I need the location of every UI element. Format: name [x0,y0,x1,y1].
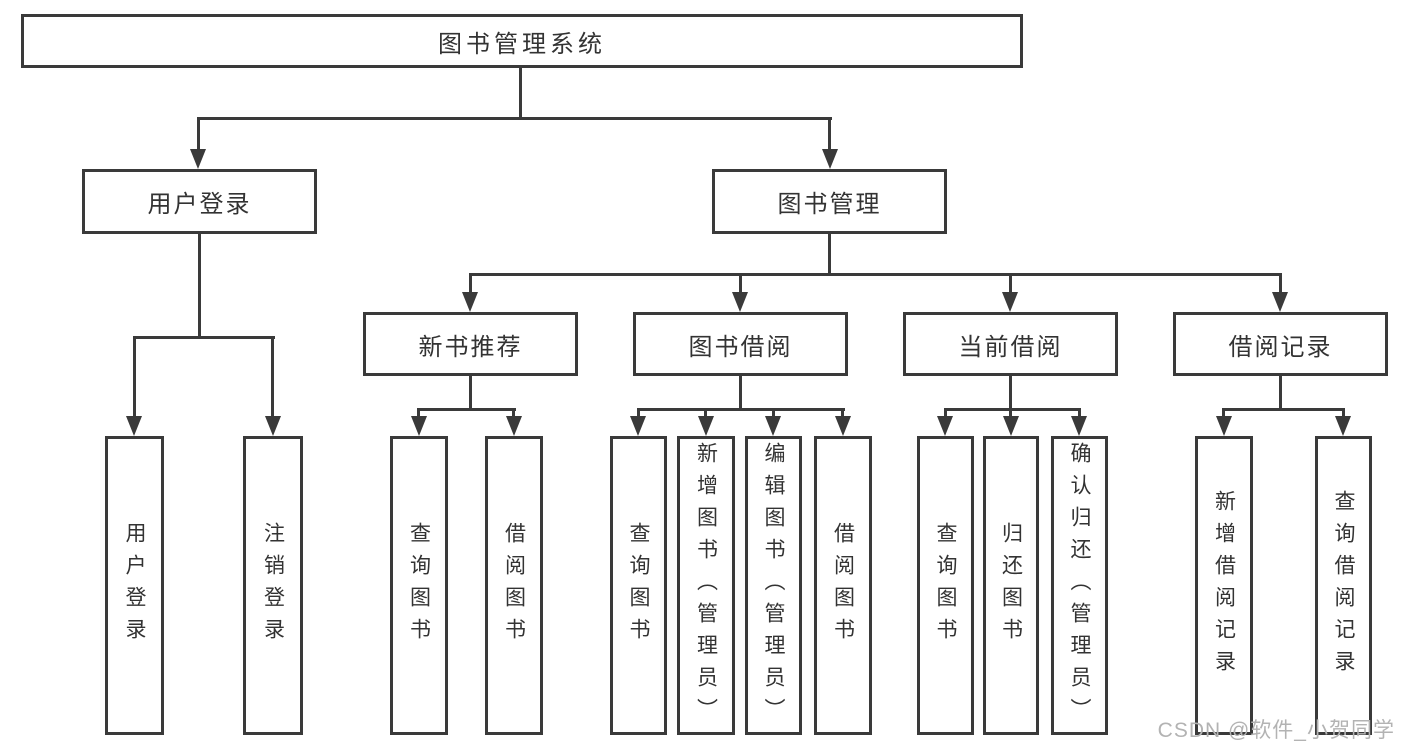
arrow-down-icon [732,292,748,312]
arrow-down-icon [822,149,838,169]
arrow-down-icon [411,416,427,436]
leaf-return-book: 归还图书 [983,436,1039,735]
connector-borrow-records-trunk [1279,376,1282,408]
connector-drop-leaf-user-login [133,336,136,416]
connector-drop-current-borrow [1009,273,1012,293]
arrow-down-icon [126,416,142,436]
csdn-watermark: CSDN @软件_小贺同学 [1157,719,1395,742]
connector-drop-book-borrow [739,273,742,293]
connector-new-book-trunk [469,376,472,408]
connector-drop [944,408,947,417]
connector-drop [704,408,707,417]
leaf-borrow-book-under-borrowing: 借阅图书 [814,436,872,735]
arrow-down-icon [1272,292,1288,312]
connector-drop [512,408,515,417]
arrow-down-icon [462,292,478,312]
arrow-down-icon [190,149,206,169]
arrow-down-icon [1003,416,1019,436]
leaf-query-book-under-borrowing: 查询图书 [610,436,667,735]
connector-user-login-trunk [198,234,201,336]
leaf-logout: 注销登录 [243,436,303,735]
connector-current-borrow-trunk [1009,376,1012,408]
node-root-library-system: 图书管理系统 [21,14,1023,68]
connector-drop [1009,408,1012,417]
connector-drop [1342,408,1345,417]
node-user-login: 用户登录 [82,169,317,234]
connector-drop [637,408,640,417]
leaf-user-login: 用户登录 [105,436,164,735]
arrow-down-icon [630,416,646,436]
connector-user-login-header [133,336,275,339]
leaf-add-book-admin: 新增图书（管理员） [677,436,735,735]
node-borrowing-records: 借阅记录 [1173,312,1388,376]
connector-current-borrow-header [944,408,1081,411]
connector-drop [841,408,844,417]
connector-drop-new-book [469,273,472,293]
connector-level3-header [469,273,1282,276]
connector-level2-header [197,117,832,120]
leaf-confirm-return-admin: 确认归还（管理员） [1051,436,1108,735]
connector-drop [1078,408,1081,417]
arrow-down-icon [765,416,781,436]
connector-drop [417,408,420,417]
connector-drop-user-login [197,117,200,149]
arrow-down-icon [1071,416,1087,436]
connector-new-book-header [417,408,516,411]
arrow-down-icon [698,416,714,436]
connector-book-borrow-trunk [739,376,742,408]
connector-drop-borrow-records [1279,273,1282,293]
node-new-book-recommend: 新书推荐 [363,312,578,376]
connector-borrow-records-header [1222,408,1345,411]
leaf-query-borrow-record: 查询借阅记录 [1315,436,1372,735]
connector-book-borrow-header [637,408,845,411]
connector-root-trunk [519,68,522,117]
arrow-down-icon [1216,416,1232,436]
arrow-down-icon [1335,416,1351,436]
connector-book-mgmt-trunk [828,234,831,273]
connector-drop [1222,408,1225,417]
arrow-down-icon [265,416,281,436]
leaf-add-borrow-record: 新增借阅记录 [1195,436,1253,735]
connector-drop-leaf-logout [271,336,274,416]
node-book-borrowing: 图书借阅 [633,312,848,376]
arrow-down-icon [937,416,953,436]
leaf-edit-book-admin: 编辑图书（管理员） [745,436,802,735]
connector-drop-book-mgmt [828,117,831,149]
leaf-query-book-under-recommend: 查询图书 [390,436,448,735]
arrow-down-icon [1002,292,1018,312]
node-book-management: 图书管理 [712,169,947,234]
node-current-borrowing: 当前借阅 [903,312,1118,376]
connector-drop [772,408,775,417]
arrow-down-icon [506,416,522,436]
leaf-borrow-book-under-recommend: 借阅图书 [485,436,543,735]
arrow-down-icon [835,416,851,436]
leaf-query-book-under-current: 查询图书 [917,436,974,735]
